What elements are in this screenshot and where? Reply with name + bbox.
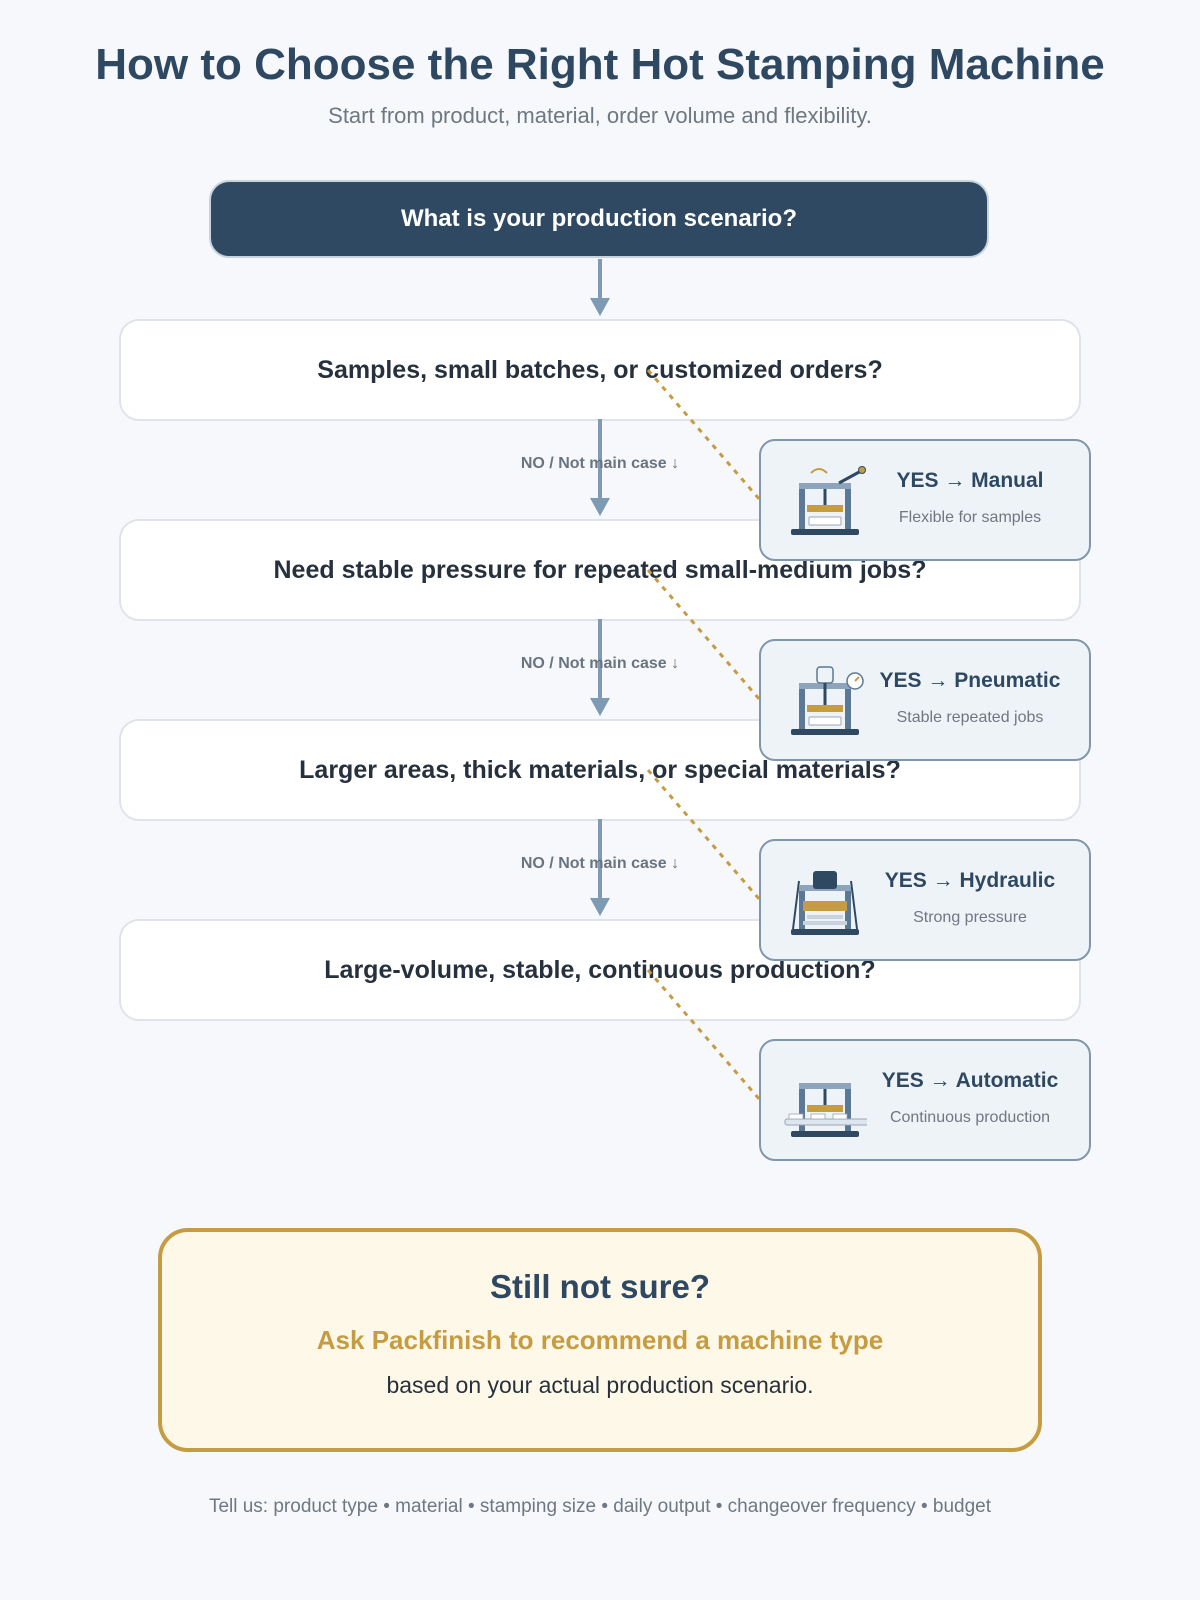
start-node: What is your production scenario? [209, 180, 989, 258]
callout-action: Ask Packfinish to recommend a machine ty… [316, 1325, 884, 1355]
hydraulic-press-icon [791, 871, 859, 935]
result-title: YES → Manual [896, 469, 1044, 492]
result-title: YES → Pneumatic [879, 669, 1061, 692]
result-card-hydraulic: YES → Hydraulic Strong pressure [759, 839, 1091, 961]
result-subtitle: Strong pressure [913, 909, 1027, 926]
result-title: YES → Automatic [881, 1069, 1059, 1092]
callout-body: based on your actual production scenario… [386, 1372, 814, 1398]
pneumatic-press-icon [791, 666, 864, 735]
no-label-2: NO / Not main case ↓ [520, 655, 680, 672]
result-card-automatic: YES → Automatic Continuous production [759, 1039, 1091, 1161]
result-card-pneumatic: YES → Pneumatic Stable repeated jobs [759, 639, 1091, 761]
automatic-press-icon [784, 1083, 867, 1137]
footer-note: Tell us: product type • material • stamp… [208, 1496, 992, 1517]
down-arrow-1 [590, 259, 610, 316]
manual-press-icon [791, 466, 866, 535]
question-node-1: Samples, small batches, or customized or… [119, 319, 1081, 421]
no-label-3: NO / Not main case ↓ [520, 855, 680, 872]
result-title: YES → Hydraulic [884, 869, 1056, 892]
result-subtitle: Continuous production [889, 1109, 1051, 1126]
no-label-1: NO / Not main case ↓ [520, 455, 680, 472]
help-callout: Still not sure? Ask Packfinish to recomm… [158, 1228, 1042, 1452]
result-card-manual: YES → Manual Flexible for samples [759, 439, 1091, 561]
callout-title: Still not sure? [489, 1268, 710, 1305]
result-subtitle: Flexible for samples [898, 509, 1042, 526]
page-title: How to Choose the Right Hot Stamping Mac… [95, 40, 1105, 89]
page-subtitle: Start from product, material, order volu… [328, 103, 872, 128]
result-subtitle: Stable repeated jobs [896, 709, 1044, 726]
